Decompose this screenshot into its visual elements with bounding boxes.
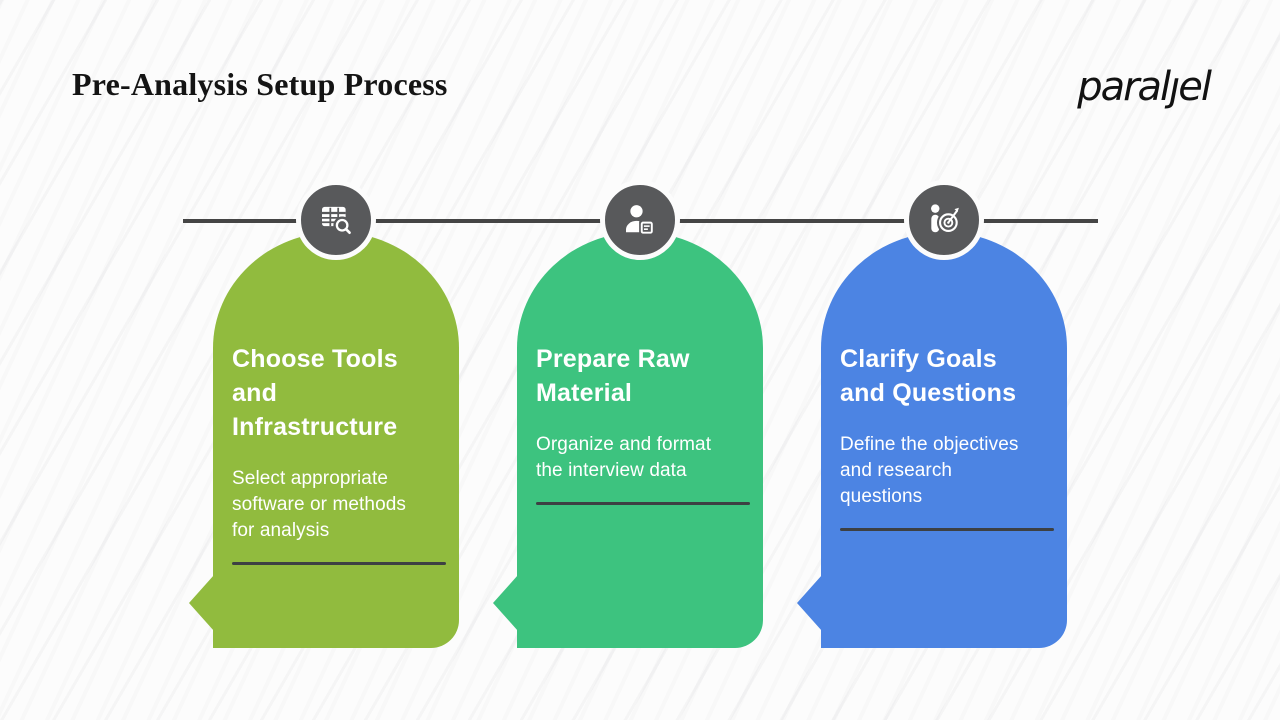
card-title-line: Prepare Raw xyxy=(536,345,690,373)
card-description-line: Define the objectives xyxy=(840,434,1019,455)
page-title: Pre-Analysis Setup Process xyxy=(72,66,448,102)
card-description: Define the objectives and research quest… xyxy=(840,432,1053,510)
parallel-logo: paralȷel xyxy=(1077,64,1212,110)
card-description-line: Select appropriate xyxy=(232,468,389,489)
card-tail-pointer xyxy=(797,575,822,631)
card-title-line: Choose Tools xyxy=(232,345,398,373)
card-title: Prepare Raw Material xyxy=(536,342,749,410)
card-description: Select appropriate software or methods f… xyxy=(232,466,445,544)
card-title-line: Clarify Goals xyxy=(840,345,997,373)
card-description-line: software or methods xyxy=(232,494,407,515)
card-description-line: for analysis xyxy=(232,520,330,541)
divider-line xyxy=(536,502,750,505)
card-description-line: Organize and format xyxy=(536,434,712,455)
card-description-line: questions xyxy=(840,486,923,507)
card-title: Choose Tools and Infrastructure xyxy=(232,342,445,444)
card-description: Organize and format the interview data xyxy=(536,432,749,484)
timeline-node-2 xyxy=(600,180,680,260)
card-description-line: the interview data xyxy=(536,460,687,481)
card-title: Clarify Goals and Questions xyxy=(840,342,1053,410)
timeline-node-1 xyxy=(296,180,376,260)
step-card-prepare-raw-material: Prepare Raw Material Organize and format… xyxy=(493,232,763,648)
step-card-clarify-goals: Clarify Goals and Questions Define the o… xyxy=(797,232,1067,648)
card-title-line: and Questions xyxy=(840,379,1017,407)
card-tail-pointer xyxy=(493,575,518,631)
person-document-icon xyxy=(619,199,661,241)
person-target-icon xyxy=(923,199,965,241)
card-description-line: and research xyxy=(840,460,953,481)
timeline-node-3 xyxy=(904,180,984,260)
step-card-choose-tools: Choose Tools and Infrastructure Select a… xyxy=(189,232,459,648)
card-title-line: Infrastructure xyxy=(232,413,398,441)
divider-line xyxy=(840,528,1054,531)
card-title-line: Material xyxy=(536,379,633,407)
table-search-icon xyxy=(315,199,357,241)
divider-line xyxy=(232,562,446,565)
card-title-line: and xyxy=(232,379,278,407)
card-tail-pointer xyxy=(189,575,214,631)
